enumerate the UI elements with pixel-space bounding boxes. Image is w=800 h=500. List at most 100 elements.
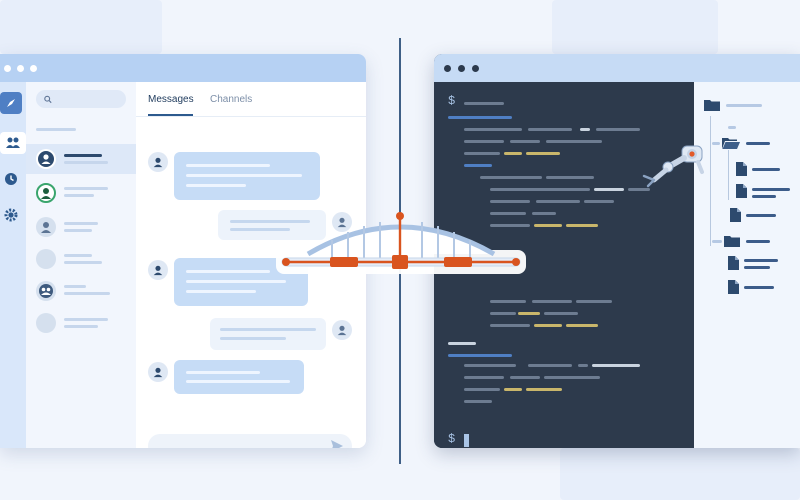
tree-node-label (746, 214, 776, 217)
code-line (490, 188, 590, 191)
tree-node-file[interactable] (736, 184, 747, 203)
chat-window: Messages Channels (0, 54, 366, 448)
conversation-preview (64, 261, 102, 264)
code-line (526, 388, 562, 391)
folder-open-icon (722, 138, 740, 149)
message-bubble-incoming (174, 152, 320, 200)
tree-node-label (744, 286, 774, 289)
conversation-preview (64, 325, 98, 328)
sender-avatar (148, 362, 168, 382)
avatar (36, 313, 56, 333)
window-dot[interactable] (444, 64, 451, 72)
code-line (504, 152, 522, 155)
code-line (566, 224, 598, 227)
search-box[interactable] (36, 90, 126, 108)
code-line (464, 152, 500, 155)
window-dot[interactable] (458, 64, 465, 72)
code-line (464, 364, 516, 367)
background-block-left (0, 0, 162, 54)
conversation-title (64, 154, 102, 157)
code-line (594, 188, 624, 191)
code-line (448, 354, 512, 357)
bridge-icon (276, 212, 526, 274)
code-line (546, 176, 594, 179)
code-line (448, 116, 512, 119)
tree-node-label (744, 266, 770, 269)
code-line (526, 152, 560, 155)
conversation-item[interactable] (26, 212, 136, 242)
code-line (480, 176, 542, 179)
code-line (464, 400, 492, 403)
tree-node-label (746, 142, 770, 145)
chat-titlebar (0, 54, 366, 82)
background-block-right (552, 0, 718, 54)
sender-avatar (148, 260, 168, 280)
conversation-item[interactable] (26, 178, 136, 208)
window-dot[interactable] (17, 64, 24, 72)
tree-node-label (744, 259, 778, 262)
folder-icon (724, 236, 740, 247)
conversation-item[interactable] (26, 244, 136, 274)
conversation-item[interactable] (26, 308, 136, 338)
message-composer[interactable] (148, 434, 352, 448)
window-dot[interactable] (30, 64, 37, 72)
conversation-item[interactable] (26, 276, 136, 306)
file-icon (728, 280, 739, 294)
conversation-title (64, 187, 108, 190)
user-icon (153, 157, 163, 168)
message-line (230, 220, 310, 223)
active-tab-indicator (148, 114, 193, 116)
code-line (464, 102, 504, 105)
conversation-item[interactable] (26, 144, 136, 174)
code-line (592, 364, 640, 367)
tree-node-folder[interactable] (724, 234, 740, 252)
chat-pane: Messages Channels (136, 82, 366, 448)
tab-messages[interactable]: Messages (148, 94, 194, 105)
code-line (504, 388, 522, 391)
message-bubble-outgoing (218, 210, 326, 240)
avatar (36, 249, 56, 269)
file-icon (736, 184, 747, 198)
code-line (544, 376, 600, 379)
tree-node-folder-open[interactable] (722, 136, 740, 154)
code-line (566, 324, 598, 327)
rail-item-team[interactable] (0, 132, 26, 154)
code-line (490, 212, 526, 215)
user-icon (153, 265, 163, 276)
group-icon (39, 284, 53, 298)
tree-node-file[interactable] (728, 280, 739, 299)
search-input[interactable] (52, 94, 126, 104)
code-line (490, 312, 516, 315)
code-line (536, 200, 580, 203)
conversation-title (64, 254, 92, 257)
message-line (220, 337, 286, 340)
window-dot[interactable] (472, 64, 479, 72)
tab-channels[interactable]: Channels (210, 94, 253, 105)
tree-connector (712, 142, 720, 145)
gear-icon (4, 208, 18, 222)
message-line (186, 290, 256, 293)
code-line (510, 140, 540, 143)
rail-item-compass[interactable] (0, 92, 22, 114)
rail-item-settings[interactable] (0, 204, 22, 226)
tree-guide (710, 116, 711, 246)
message-input[interactable] (158, 439, 322, 448)
message-line (186, 184, 246, 187)
tree-node-root[interactable] (704, 98, 720, 116)
rail-item-clock[interactable] (0, 168, 22, 190)
window-dot[interactable] (4, 64, 11, 72)
tree-node-label (726, 104, 762, 107)
code-line (532, 300, 572, 303)
tree-node-label (752, 168, 780, 171)
tree-guide (728, 150, 729, 200)
tree-node-file[interactable] (728, 256, 739, 275)
message-line (230, 228, 290, 231)
send-icon[interactable] (330, 439, 344, 448)
clock-icon (5, 173, 17, 185)
code-line (464, 140, 504, 143)
file-icon (730, 208, 741, 222)
sender-avatar (332, 320, 352, 340)
code-line (464, 388, 500, 391)
tree-node-file[interactable] (736, 162, 747, 181)
tree-node-file[interactable] (730, 208, 741, 227)
